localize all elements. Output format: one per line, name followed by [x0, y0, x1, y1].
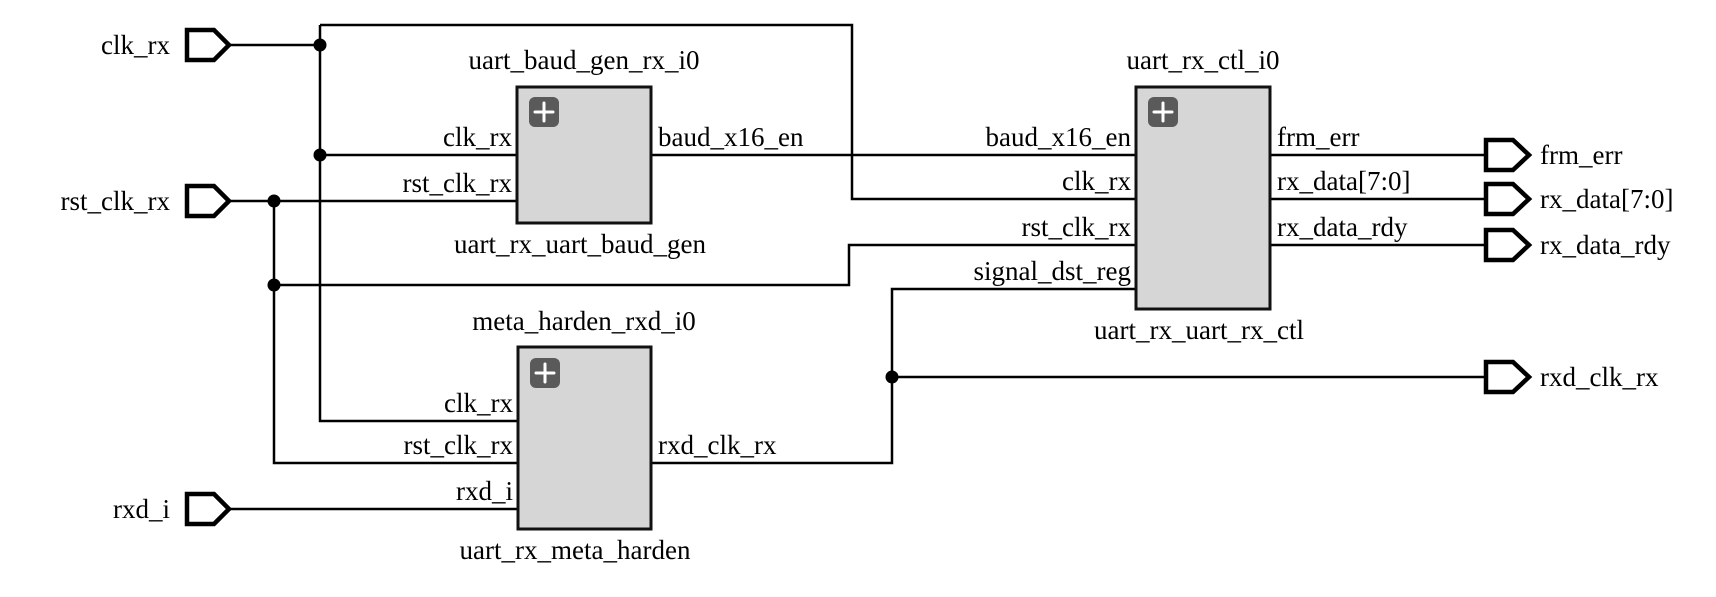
output-port-symbol-rx-data-rdy[interactable] [1483, 227, 1533, 263]
input-port-symbol-clk-rx[interactable] [184, 27, 233, 63]
port-label-rst-clk-rx: rst_clk_rx [403, 430, 513, 460]
block-instance-title: uart_rx_ctl_i0 [1126, 45, 1280, 75]
input-label-rst-clk-rx: rst_clk_rx [60, 186, 170, 216]
block-instance-title: meta_harden_rxd_i0 [472, 306, 696, 336]
output-port-symbol-rxd-clk-rx[interactable] [1483, 359, 1533, 395]
output-port-symbol-rx-data[interactable] [1483, 181, 1533, 217]
wire-clk-top-to-ctl[interactable] [320, 23, 1163, 201]
expand-plus-icon[interactable] [1148, 97, 1178, 127]
block-meta-harden-rxd-i0[interactable] [516, 345, 653, 531]
port-label-rxd-clk-rx: rxd_clk_rx [658, 430, 777, 460]
port-label-signal-dst-reg: signal_dst_reg [973, 256, 1131, 286]
input-label-rxd-i: rxd_i [113, 494, 170, 524]
block-instance-title: uart_baud_gen_rx_i0 [468, 45, 700, 75]
input-label-clk-rx: clk_rx [101, 30, 170, 60]
junction-dot [885, 370, 899, 384]
port-label-rx-data: rx_data[7:0] [1277, 166, 1411, 196]
input-port-symbol-rst-clk-rx[interactable] [184, 183, 233, 219]
input-port-symbol-rxd-i[interactable] [184, 491, 233, 527]
junction-dot [267, 278, 281, 292]
output-label-rxd-clk-rx: rxd_clk_rx [1540, 362, 1659, 392]
output-label-rx-data-rdy: rx_data_rdy [1540, 230, 1671, 260]
output-label-rx-data: rx_data[7:0] [1540, 184, 1674, 214]
port-label-clk-rx: clk_rx [443, 122, 512, 152]
port-label-clk-rx: clk_rx [444, 388, 513, 418]
port-label-clk-rx: clk_rx [1062, 166, 1131, 196]
junction-dot [313, 148, 327, 162]
block-module-name: uart_rx_meta_harden [459, 535, 691, 565]
wire-rst-branch-to-ctl[interactable] [274, 243, 1163, 287]
expand-plus-icon[interactable] [529, 97, 559, 127]
output-label-frm-err: frm_err [1540, 140, 1623, 170]
output-port-symbol-frm-err[interactable] [1483, 137, 1533, 173]
port-label-rst-clk-rx: rst_clk_rx [402, 168, 512, 198]
port-label-baud-x16-en: baud_x16_en [658, 122, 804, 152]
junction-dot [313, 38, 327, 52]
expand-plus-icon[interactable] [530, 358, 560, 388]
port-label-rxd-i: rxd_i [456, 476, 513, 506]
junction-dot [267, 194, 281, 208]
block-module-name: uart_rx_uart_rx_ctl [1094, 315, 1304, 345]
port-label-rx-data-rdy: rx_data_rdy [1277, 212, 1408, 242]
port-label-rst-clk-rx: rst_clk_rx [1021, 212, 1131, 242]
wire-clk-vertical-to-meta[interactable] [318, 25, 545, 423]
port-label-frm-err: frm_err [1277, 122, 1360, 152]
block-module-name: uart_rx_uart_baud_gen [454, 229, 706, 259]
port-label-baud-x16-en: baud_x16_en [985, 122, 1131, 152]
